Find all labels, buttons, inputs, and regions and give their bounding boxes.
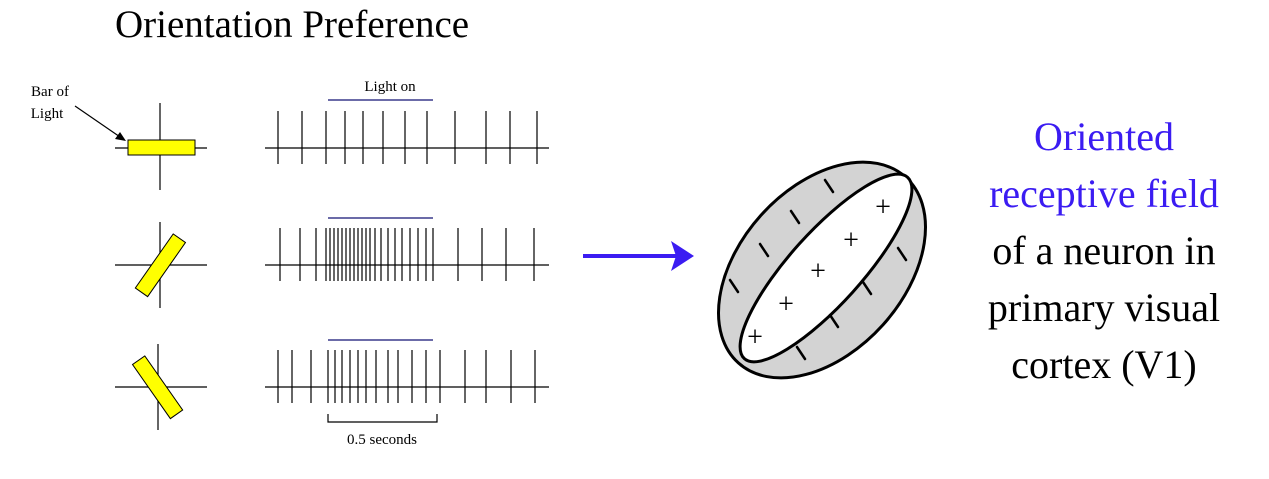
minus-symbol [828, 313, 840, 329]
light-bar-oblique-left [131, 355, 184, 420]
arrow-to-receptive-field [583, 241, 694, 271]
inhibitory-symbols [728, 178, 908, 361]
stimulus-column: Bar of Light [31, 84, 207, 430]
minus-symbol [861, 280, 873, 296]
bar-of-light-label-line1: Bar of [31, 84, 69, 100]
light-on-label: Light on [364, 79, 416, 95]
bar-of-light-pointer-arrow [74, 105, 126, 141]
plus-symbol: + [843, 225, 859, 256]
minus-symbol [795, 345, 807, 361]
light-bar-oblique-right [134, 233, 187, 298]
caption-line-5: cortex (V1) [1011, 342, 1197, 387]
minus-symbol [896, 246, 908, 262]
spike-train-3 [277, 350, 536, 403]
minus-symbol [728, 278, 740, 294]
stimulus-row-2 [115, 222, 207, 308]
plus-symbol: + [875, 192, 891, 223]
receptive-field-caption: Oriented receptive field of a neuron in … [948, 108, 1260, 393]
plus-symbol: + [778, 289, 794, 320]
slide-title: Orientation Preference [115, 3, 470, 46]
stimulus-row-3 [115, 344, 207, 430]
receptive-field-excitatory-center [738, 172, 914, 364]
plus-symbol: + [810, 256, 826, 287]
minus-symbol [789, 209, 801, 225]
bar-of-light-label-line2: Light [31, 106, 64, 122]
light-bar-horizontal [127, 139, 196, 156]
spike-trains: Light on 0.5 seconds [265, 79, 549, 448]
plus-symbol: + [747, 322, 763, 353]
caption-line-4: primary visual [987, 285, 1221, 330]
minus-symbol [823, 178, 835, 194]
minus-symbol [758, 242, 770, 258]
stimulus-row-1 [115, 103, 207, 190]
receptive-field-diagram: + + + + + [717, 160, 927, 380]
timescale-label: 0.5 seconds [347, 432, 417, 448]
excitatory-symbols: + + + + + [747, 192, 891, 353]
caption-line-3: of a neuron in [992, 228, 1216, 273]
spike-train-1 [277, 111, 538, 164]
caption-line-1: Oriented [1034, 114, 1174, 159]
caption-line-2: receptive field [989, 171, 1219, 216]
spike-train-2 [279, 228, 535, 281]
timescale-bracket [327, 414, 438, 423]
